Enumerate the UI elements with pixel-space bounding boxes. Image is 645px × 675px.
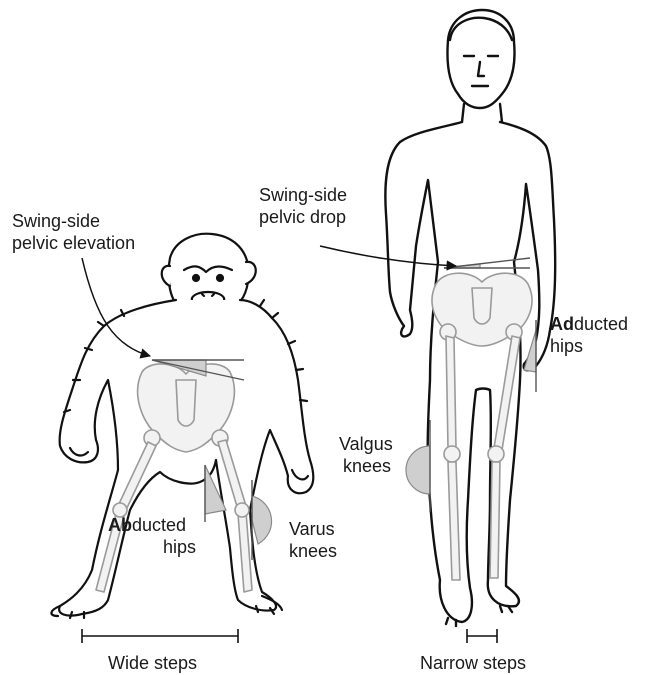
human-tibia-right (490, 462, 500, 578)
valgus-line1: Valgus (339, 433, 393, 455)
adducted-line2: hips (550, 335, 628, 357)
human-sacrum (472, 288, 492, 324)
human-pelvis-label-line2: pelvic drop (259, 206, 347, 228)
adducted-rest: ducted (574, 314, 628, 334)
valgus-knees-label: Valgus knees (339, 433, 393, 477)
human-knee-right (488, 446, 504, 462)
wide-steps-label: Wide steps (108, 652, 197, 674)
abducted-rest: ducted (132, 515, 186, 535)
chimp-body (59, 300, 313, 616)
chimp-eye-right (217, 275, 223, 281)
chimp-pelvis-label-line2: pelvic elevation (12, 232, 135, 254)
varus-knees-label: Varus knees (289, 518, 337, 562)
abducted-hips-label: Abducted hips (108, 514, 196, 558)
adducted-prefix: Ad (550, 314, 574, 334)
chimp-eye-left (193, 275, 199, 281)
valgus-line2: knees (339, 455, 393, 477)
human-valgus-knee-angle (406, 446, 430, 494)
human-adducted-hip-angle (524, 330, 536, 372)
wide-steps-bar (82, 629, 238, 643)
abducted-prefix: Ab (108, 515, 132, 535)
chimp-knee-right (235, 503, 249, 517)
narrow-steps-label: Narrow steps (420, 652, 526, 674)
varus-line1: Varus (289, 518, 337, 540)
chimp-ear-right (246, 262, 256, 284)
adducted-hips-label: Adducted hips (550, 313, 628, 357)
human-pelvis-label: Swing-side pelvic drop (259, 184, 347, 228)
abducted-line2: hips (108, 536, 196, 558)
chimp-ear-left (162, 266, 170, 286)
chimp-sacrum (176, 380, 196, 426)
chimp-pelvis-label-line1: Swing-side (12, 210, 135, 232)
chimp-varus-knee-angle (252, 496, 272, 544)
chimp-pelvis-label: Swing-side pelvic elevation (12, 210, 135, 254)
human-body (385, 122, 555, 622)
human-knee-left (444, 446, 460, 462)
narrow-steps-bar (467, 629, 497, 643)
human-femur-left (446, 336, 456, 448)
varus-line2: knees (289, 540, 337, 562)
human-pelvis-label-line1: Swing-side (259, 184, 347, 206)
